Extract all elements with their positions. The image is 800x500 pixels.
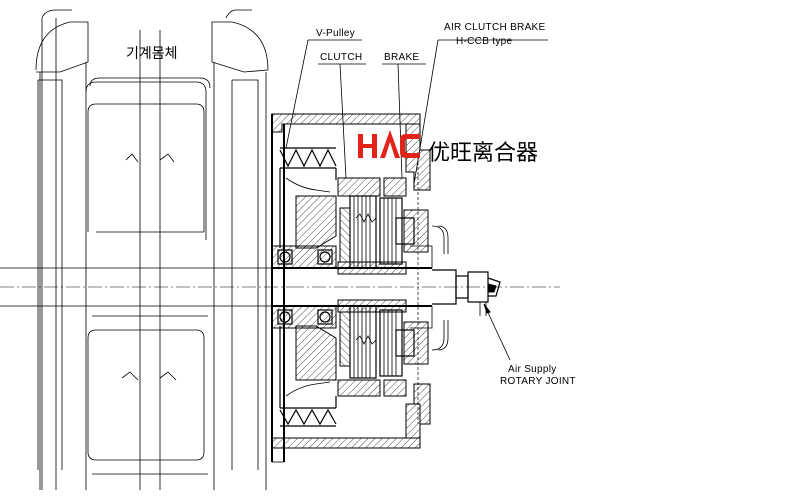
label-clutch: CLUTCH — [320, 52, 362, 63]
label-v-pulley: V-Pulley — [316, 28, 355, 39]
leader-lines — [285, 39, 548, 361]
v-pulley — [279, 147, 337, 427]
brand-logo: 优旺离合器 — [358, 130, 538, 166]
label-rotary-joint: ROTARY JOINT — [500, 376, 576, 387]
hac-logo-mark — [358, 130, 420, 158]
housing-frame — [271, 113, 431, 463]
label-type: H-CCB type — [456, 36, 512, 47]
label-brake: BRAKE — [384, 52, 419, 63]
brake-pack — [355, 177, 429, 397]
label-machine-body: 기계몸체 — [126, 46, 178, 62]
brand-name: 优旺离合器 — [428, 141, 538, 166]
rotary-joint — [455, 271, 501, 316]
machine-body — [0, 9, 290, 490]
clutch-pack — [337, 177, 381, 397]
shaft-hub — [271, 225, 560, 351]
label-air-clutch-brake: AIR CLUTCH BRAKE — [444, 22, 546, 33]
label-air-supply: Air Supply — [508, 364, 557, 375]
